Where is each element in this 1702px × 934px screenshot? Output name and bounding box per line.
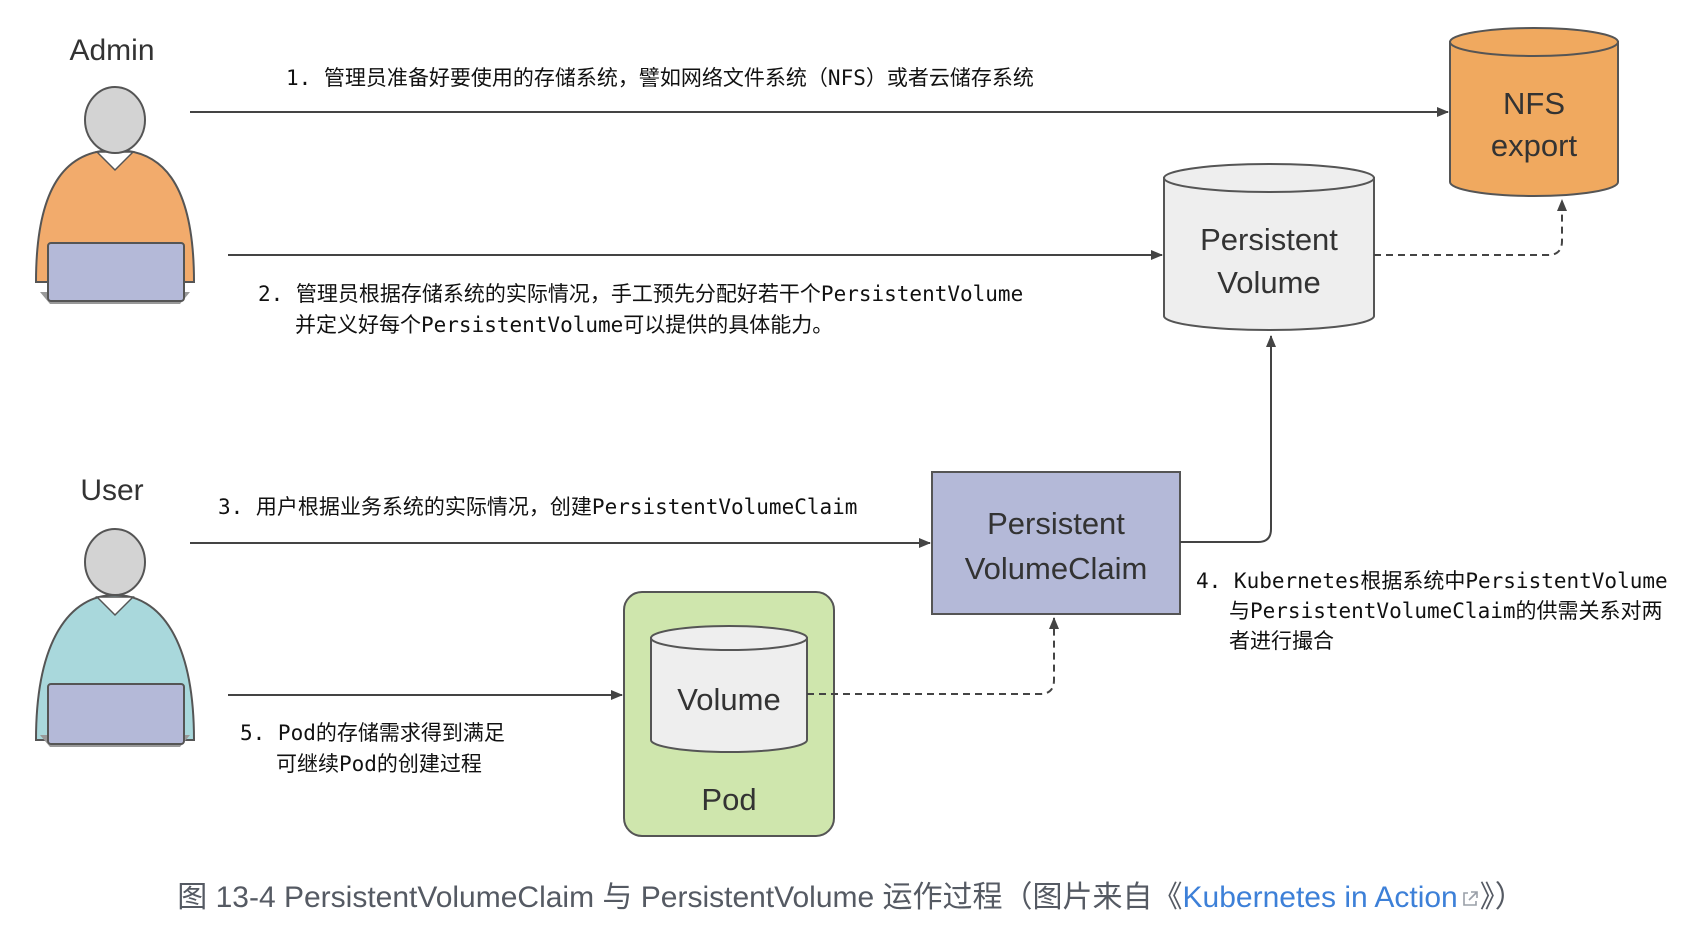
external-link-icon[interactable]: [1460, 889, 1480, 909]
step4-text-line2: 与PersistentVolumeClaim的供需关系对两: [1229, 599, 1663, 623]
step2-text-line1: 2. 管理员根据存储系统的实际情况，手工预先分配好若干个PersistentVo…: [258, 282, 1023, 306]
volume-cylinder: Volume: [650, 625, 808, 753]
step2-text-line2: 并定义好每个PersistentVolume可以提供的具体能力。: [295, 313, 833, 337]
step3-text: 3. 用户根据业务系统的实际情况，创建PersistentVolumeClaim: [218, 495, 857, 519]
step4-text-line1: 4. Kubernetes根据系统中PersistentVolume: [1196, 569, 1668, 593]
admin-person-icon: [34, 86, 196, 304]
nfs-label-line2: export: [1491, 128, 1578, 163]
pod-label: Pod: [701, 782, 756, 817]
admin-label: Admin: [69, 34, 154, 67]
pod-box: Volume Pod: [623, 591, 835, 837]
step4-text-line3: 者进行撮合: [1229, 629, 1334, 653]
arrow-pvc-to-pv: [1180, 335, 1276, 543]
step1-text: 1. 管理员准备好要使用的存储系统，譬如网络文件系统（NFS）或者云储存系统: [286, 66, 1034, 90]
caption-prefix: 图 13-4 PersistentVolumeClaim 与 Persisten…: [177, 881, 1183, 914]
pv-label-line2: Volume: [1217, 265, 1320, 300]
persistent-volume-cylinder: Persistent Volume: [1163, 163, 1375, 331]
nfs-export-cylinder: NFS export: [1449, 27, 1619, 197]
dashed-arrow-pv-to-nfs: [1374, 199, 1567, 256]
pv-label-line1: Persistent: [1200, 222, 1338, 257]
pvc-label-line1: Persistent: [987, 506, 1125, 541]
caption-link-text[interactable]: Kubernetes in Action: [1182, 881, 1458, 914]
figure-caption: 图 13-4 PersistentVolumeClaim 与 Persisten…: [0, 872, 1702, 916]
caption-suffix: 》）: [1479, 881, 1525, 914]
dashed-arrow-volume-to-pvc: [807, 617, 1059, 695]
nfs-label-line1: NFS: [1503, 86, 1565, 121]
volume-label: Volume: [677, 682, 780, 717]
step5-text-line2: 可继续Pod的创建过程: [276, 752, 482, 776]
pvc-label-line2: VolumeClaim: [965, 551, 1148, 586]
kubernetes-in-action-link[interactable]: Kubernetes in Action: [1183, 881, 1480, 914]
user-person-icon: [34, 528, 196, 747]
pv-pvc-diagram: Admin User NFS export Persistent Volume …: [34, 27, 1668, 837]
step5-text-line1: 5. Pod的存储需求得到满足: [240, 721, 505, 745]
user-label: User: [80, 474, 143, 507]
persistent-volume-claim-box: Persistent VolumeClaim: [931, 471, 1181, 615]
